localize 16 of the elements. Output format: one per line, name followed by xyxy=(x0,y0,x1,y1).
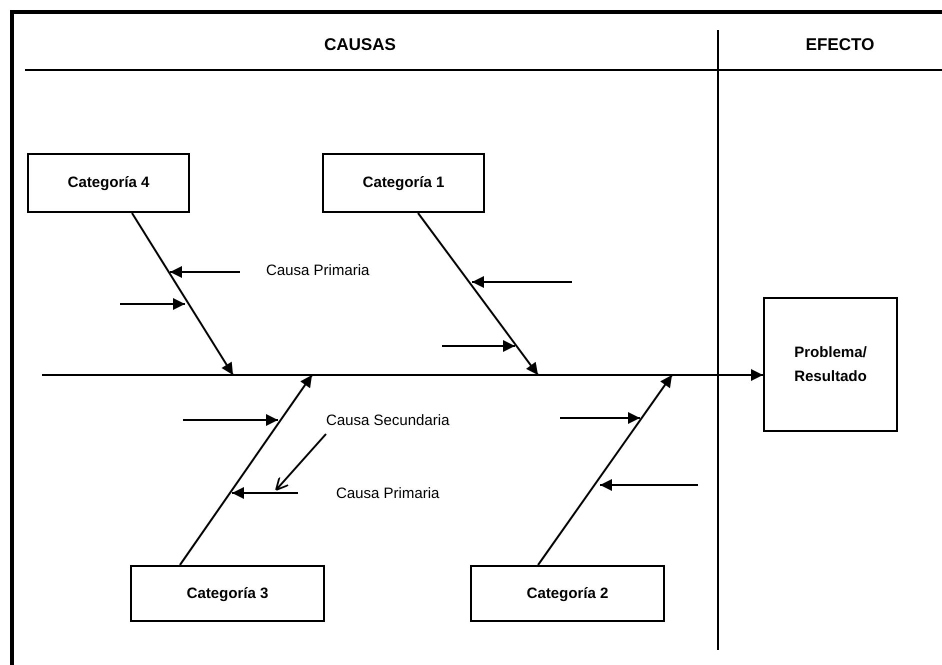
bone-arrow xyxy=(417,212,539,376)
category-box: Categoría 1 xyxy=(322,153,485,213)
cause-label: Causa Primaria xyxy=(266,261,370,281)
cause-label: Causa Primaria xyxy=(336,484,440,504)
leader-arrow xyxy=(275,433,327,491)
spine-arrow xyxy=(42,369,763,382)
category-box: Categoría 4 xyxy=(27,153,190,213)
effect-box: Problema/ Resultado xyxy=(763,297,898,432)
cause-label: Causa Secundaria xyxy=(326,410,506,434)
column-heading: CAUSAS xyxy=(323,34,397,56)
bone-arrow xyxy=(131,212,234,376)
bone-arrow xyxy=(179,374,313,566)
category-box: Categoría 2 xyxy=(470,565,665,622)
category-box: Categoría 3 xyxy=(130,565,325,622)
column-heading: EFECTO xyxy=(804,34,876,56)
bone-arrow xyxy=(537,374,673,566)
